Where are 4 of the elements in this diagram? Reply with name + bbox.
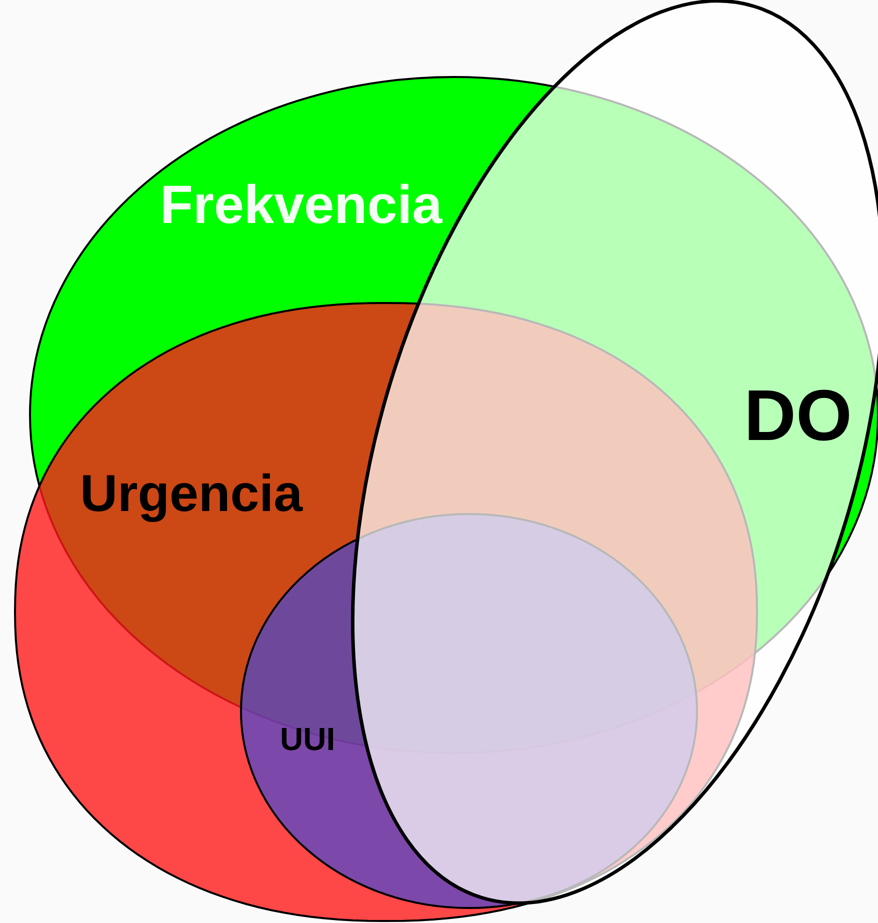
set-label: Frekvencia bbox=[160, 178, 442, 232]
set-label: DO bbox=[744, 380, 852, 452]
set-label: Urgencia bbox=[80, 468, 303, 520]
set-label: UUI bbox=[280, 723, 336, 755]
